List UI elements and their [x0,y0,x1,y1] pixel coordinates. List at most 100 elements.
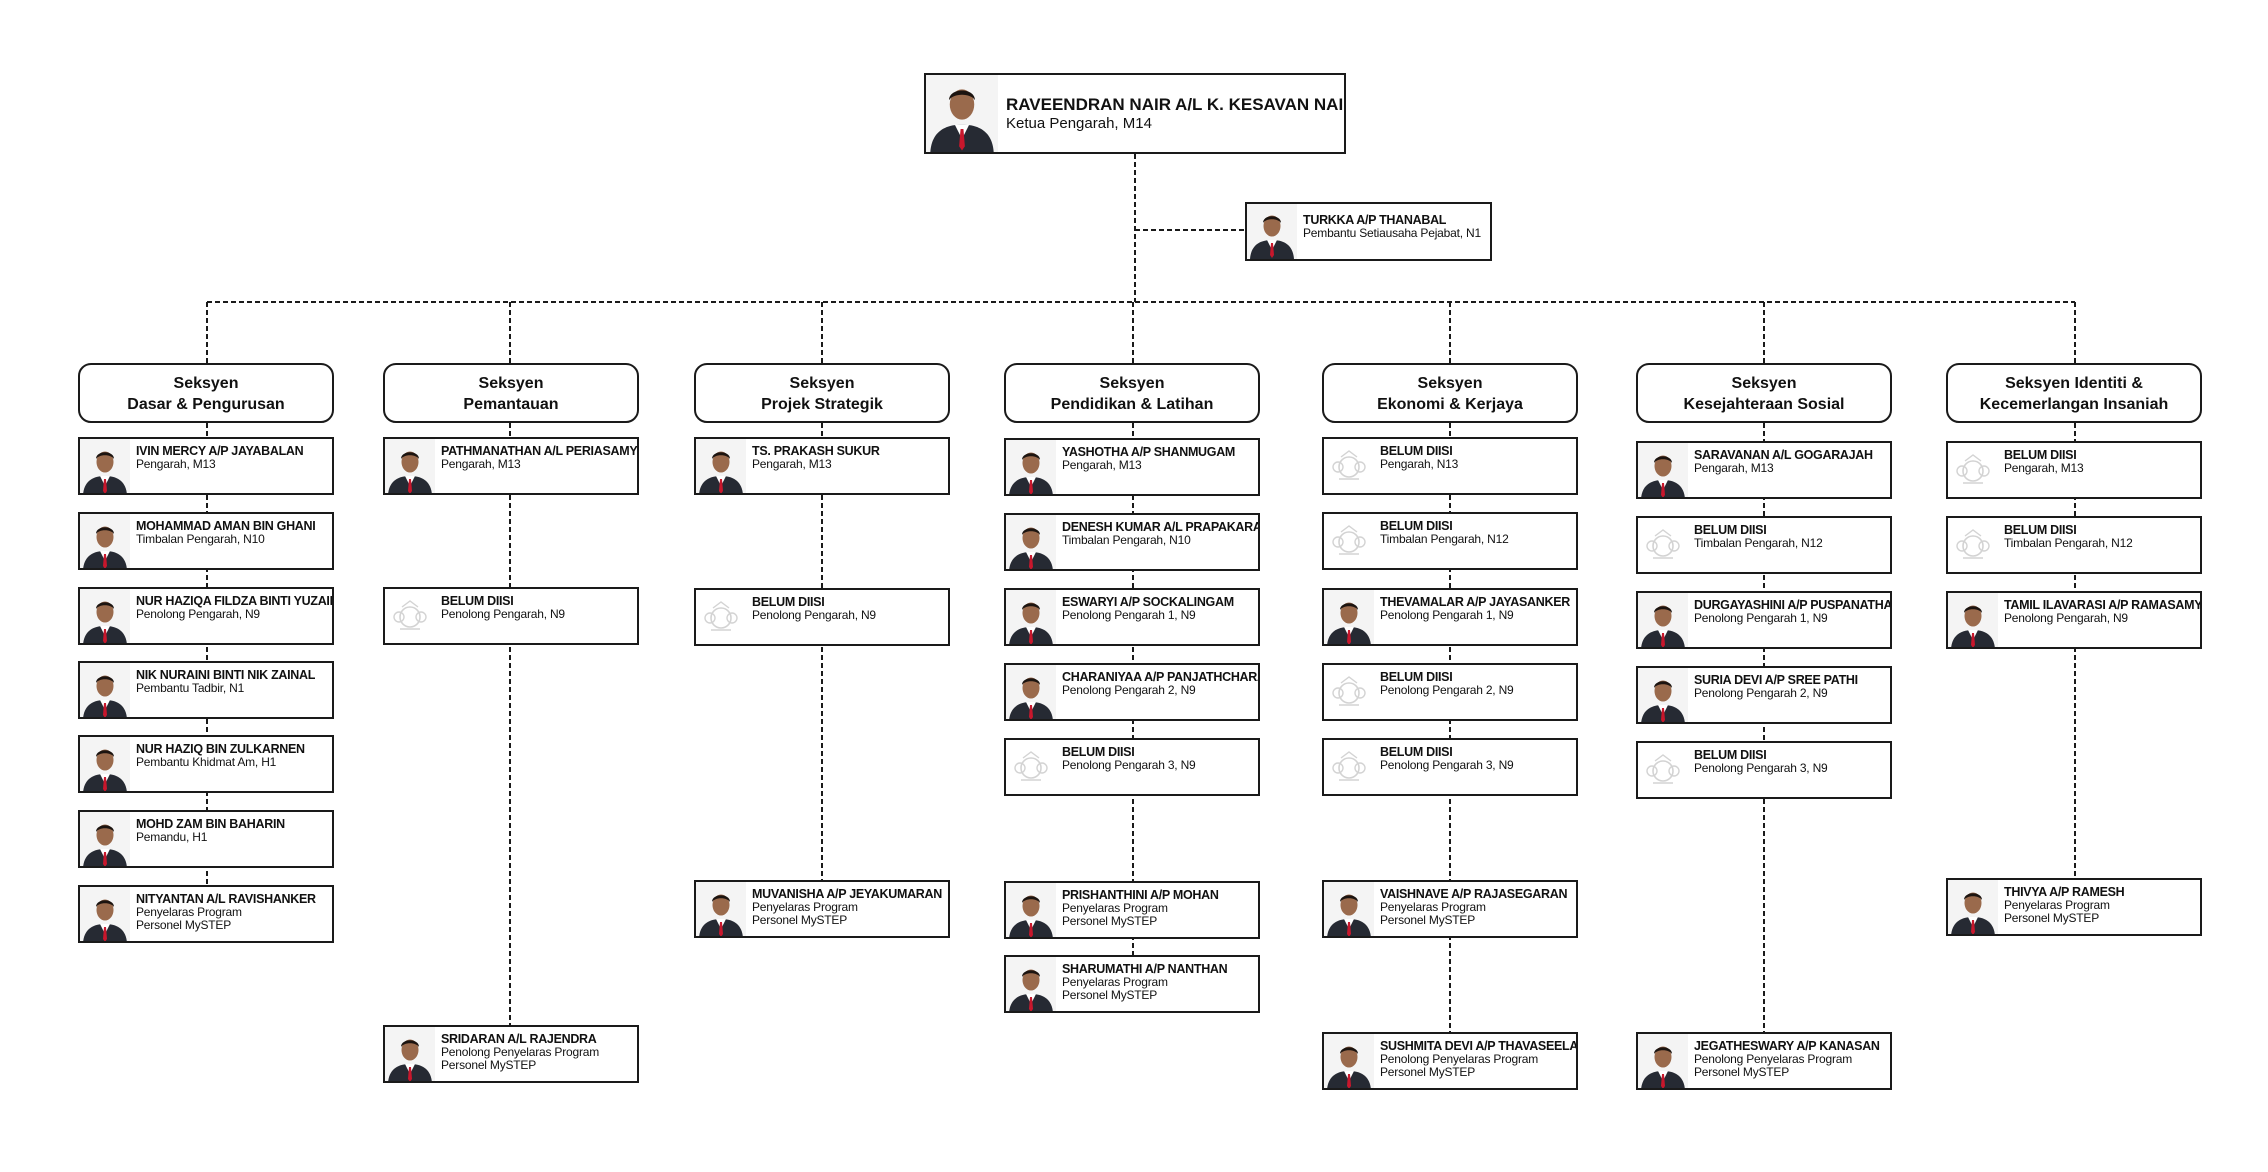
crest-placeholder-icon [696,590,746,644]
staff-name: CHARANIYAA A/P PANJATHCHARAM [1062,670,1260,684]
staff-position: Penyelaras Program [752,900,858,914]
director-card[interactable]: RAVEENDRAN NAIR A/L K. KESAVAN NAIR Ketu… [924,73,1346,154]
section-header[interactable]: Seksyen Identiti & Kecemerlangan Insaniah [1946,363,2202,423]
staff-name: JEGATHESWARY A/P KANASAN [1694,1039,1880,1053]
staff-name: BELUM DIISI [2004,523,2077,537]
staff-position: Penolong Pengarah 3, N9 [1062,758,1196,772]
staff-position: Pembantu Khidmat Am, H1 [136,755,277,769]
staff-name: SHARUMATHI A/P NANTHAN [1062,962,1228,976]
staff-position: Penyelaras Program [2004,898,2110,912]
section-title-line: Seksyen [173,375,239,392]
section-title-line: Pemantauan [463,396,559,413]
staff-photo-icon [80,812,130,866]
staff-photo-icon [1638,1034,1688,1088]
staff-position: Penolong Pengarah 2, N9 [1062,683,1196,697]
staff-name: ESWARYI A/P SOCKALINGAM [1062,595,1234,609]
staff-position: Penolong Pengarah 2, N9 [1380,683,1514,697]
crest-placeholder-icon [1948,443,1998,497]
assistant-card[interactable]: TURKKA A/P THANABAL Pembantu Setiausaha … [1245,202,1492,261]
crest-placeholder-icon [1638,743,1688,797]
staff-position: Pengarah, M13 [752,457,832,471]
staff-photo-icon [80,439,130,493]
section-title-line: Kecemerlangan Insaniah [1979,396,2169,413]
staff-position: Penyelaras Program [136,905,242,919]
staff-photo-icon [696,882,746,936]
staff-position: Personel MySTEP [136,918,232,932]
staff-position: Penolong Pengarah 3, N9 [1694,761,1828,775]
assistant-name: TURKKA A/P THANABAL [1303,213,1447,227]
staff-photo-icon [1006,883,1056,937]
staff-name: BELUM DIISI [2004,448,2077,462]
staff-position: Pengarah, M13 [441,457,521,471]
staff-photo-icon [1324,882,1374,936]
staff-position: Penyelaras Program [1380,900,1486,914]
staff-position: Timbalan Pengarah, N12 [2004,536,2133,550]
staff-position: Personel MySTEP [2004,911,2100,925]
staff-name: MUVANISHA A/P JEYAKUMARAN [752,887,942,901]
staff-name: SUSHMITA DEVI A/P THAVASEELAN [1380,1039,1578,1053]
staff-name: SARAVANAN A/L GOGARAJAH [1694,448,1873,462]
staff-name: NITYANTAN A/L RAVISHANKER [136,892,316,906]
staff-photo-icon [1948,593,1998,647]
staff-position: Penolong Penyelaras Program [1380,1052,1539,1066]
director-name: RAVEENDRAN NAIR A/L K. KESAVAN NAIR [1006,95,1346,114]
staff-position: Personel MySTEP [1380,1065,1476,1079]
staff-photo-icon [1324,1034,1374,1088]
staff-position: Penolong Pengarah, N9 [136,607,260,621]
section-title-line: Kesejahteraan Sosial [1683,396,1845,413]
staff-position: Personel MySTEP [1380,913,1476,927]
staff-photo-icon [80,887,130,941]
crest-placeholder-icon [1324,665,1374,719]
staff-name: NUR HAZIQ BIN ZULKARNEN [136,742,305,756]
staff-position: Timbalan Pengarah, N12 [1694,536,1823,550]
staff-position: Penolong Pengarah, N9 [2004,611,2128,625]
section-title-line: Seksyen Identiti & [2005,375,2143,392]
crest-placeholder-icon [1638,518,1688,572]
staff-photo-icon [80,514,130,568]
